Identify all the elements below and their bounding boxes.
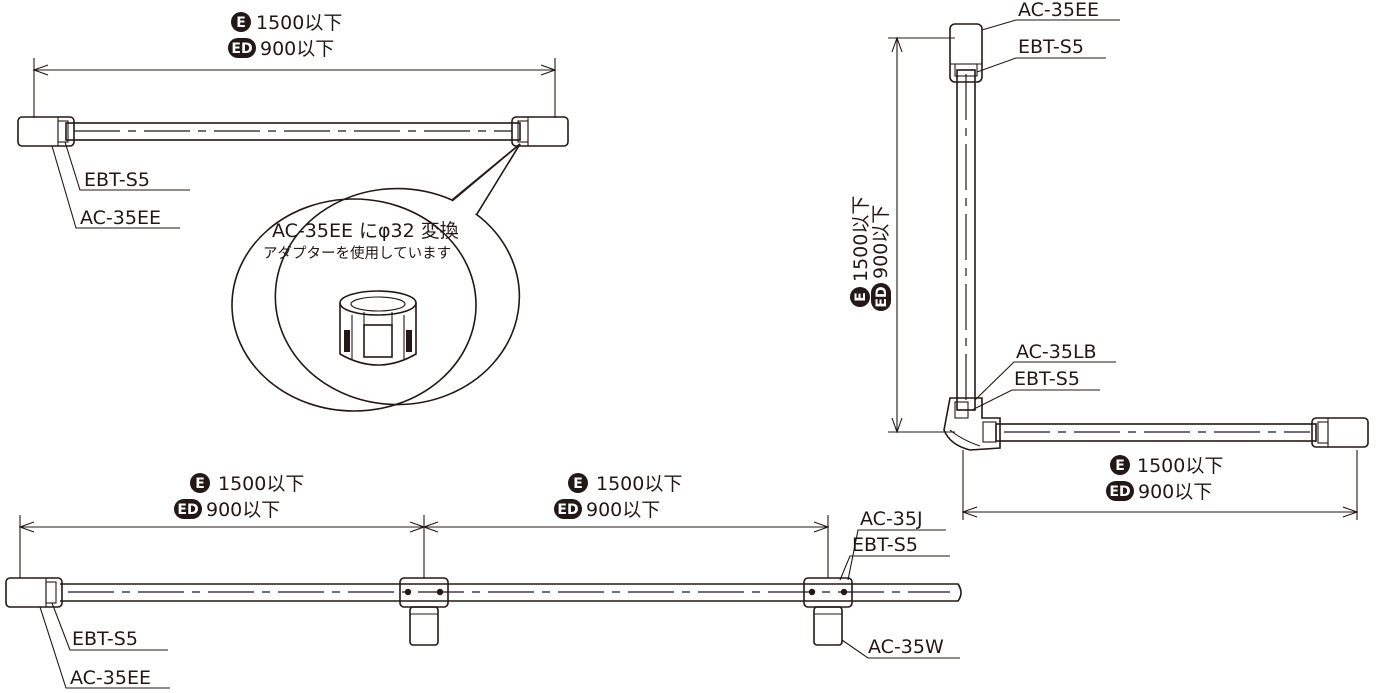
dimension-e-label: 1500以下	[1137, 455, 1223, 477]
badge-e: E	[850, 287, 870, 307]
adapter-illustration	[339, 290, 417, 366]
callout-text-line2: アダプターを使用しています	[263, 245, 451, 262]
label-ebt-s5: EBT-S5	[72, 628, 138, 650]
label-ac-35ee: AC-35EE	[1018, 0, 1099, 21]
adapter-callout: AC-35EE にφ32 変換 アダプターを使用しています	[231, 143, 521, 412]
svg-text:E: E	[853, 292, 869, 302]
badge-ed: ED	[871, 283, 891, 311]
svg-text:ED: ED	[874, 286, 890, 307]
badge-ed: ED	[554, 499, 582, 519]
badge-ed: ED	[174, 499, 202, 519]
dimension-ed-label: 900以下	[260, 38, 334, 60]
dimension-ed-label-vertical: 900以下	[870, 205, 892, 279]
label-ac-35w: AC-35W	[868, 636, 944, 658]
tee-joint-1	[399, 577, 449, 646]
svg-text:ED: ED	[557, 502, 578, 518]
bottom-dimension-right: E 1500以下 ED 900以下	[422, 473, 830, 578]
dimension-ed-label: 900以下	[206, 499, 280, 521]
svg-text:E: E	[195, 476, 205, 492]
end-cap-left	[5, 577, 63, 608]
svg-text:E: E	[573, 476, 583, 492]
svg-text:E: E	[236, 15, 246, 31]
badge-e: E	[231, 12, 251, 32]
label-ac-35j: AC-35J	[860, 508, 923, 530]
end-cap-right	[511, 116, 569, 147]
badge-ed: ED	[1106, 481, 1134, 501]
badge-ed: ED	[228, 38, 256, 58]
label-ebt-s5: EBT-S5	[1018, 36, 1084, 58]
elbow-ac-35lb	[943, 397, 1001, 451]
badge-e: E	[190, 473, 210, 493]
pipe	[65, 122, 521, 141]
horizontal-dimension: E 1500以下 ED 900以下	[961, 450, 1359, 520]
end-cap-top	[949, 23, 983, 83]
label-ebt-s5: EBT-S5	[84, 169, 150, 191]
svg-text:ED: ED	[1109, 484, 1130, 500]
dimension-e-label: 1500以下	[218, 473, 304, 495]
bottom-dimension-left: E 1500以下 ED 900以下	[18, 473, 426, 578]
dimension-e-label-vertical: 1500以下	[850, 196, 872, 282]
end-cap-left	[17, 116, 75, 147]
l-shaped-assembly: E 1500以下 ED 900以下	[850, 0, 1369, 520]
vertical-pipe	[956, 69, 976, 411]
straight-bar-assembly: E 1500以下 ED 900以下 EBT-S5 AC-35EE	[17, 12, 569, 229]
horizontal-pipe	[995, 423, 1317, 442]
end-cap-right	[1311, 417, 1369, 448]
label-ac-35lb: AC-35LB	[1016, 341, 1097, 363]
dimension-e-label: 1500以下	[596, 473, 682, 495]
tee-joint-2	[803, 577, 853, 646]
label-ac-35ee: AC-35EE	[70, 667, 151, 689]
callout-text-line1: AC-35EE にφ32 変換	[272, 220, 459, 242]
label-ac-35ee: AC-35EE	[80, 207, 161, 229]
svg-text:E: E	[1115, 458, 1125, 474]
long-pipe	[60, 583, 962, 602]
dimension-ed-label: 900以下	[586, 499, 660, 521]
badge-e: E	[1110, 455, 1130, 475]
top-left-dimension: E 1500以下 ED 900以下	[32, 12, 557, 118]
vertical-dimension: E 1500以下 ED 900以下	[850, 36, 955, 434]
svg-text:ED: ED	[177, 502, 198, 518]
badge-e: E	[568, 473, 588, 493]
label-ebt-s5: EBT-S5	[1014, 368, 1080, 390]
label-ebt-s5: EBT-S5	[852, 534, 918, 556]
long-bar-assembly: E 1500以下 ED 900以下 E 1500以下 ED 900	[5, 473, 962, 689]
svg-text:ED: ED	[231, 41, 252, 57]
dimension-ed-label: 900以下	[1138, 481, 1212, 503]
dimension-e-label: 1500以下	[256, 12, 342, 34]
